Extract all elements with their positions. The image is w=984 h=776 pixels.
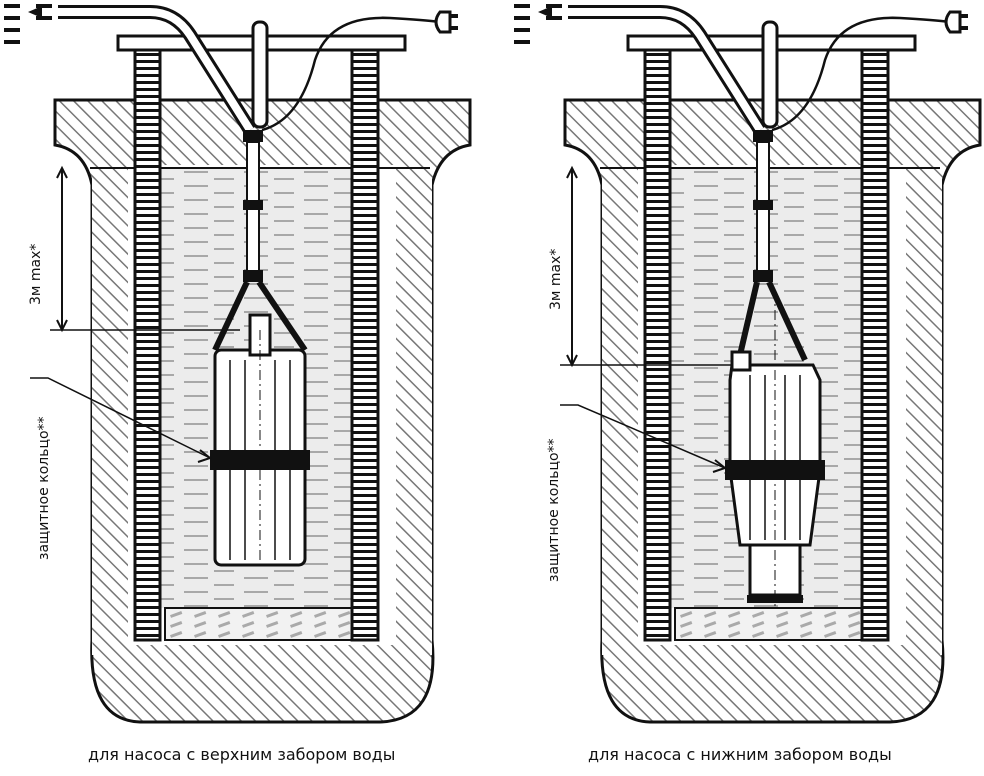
plug-pin xyxy=(960,26,968,30)
depth-label-left: 3м max* xyxy=(28,244,44,305)
plug-pin xyxy=(450,14,458,18)
cable-clamp xyxy=(753,200,773,210)
water-hose-inner xyxy=(58,8,254,133)
casing-pipe-right xyxy=(350,46,380,642)
casing-pipe-left xyxy=(133,46,162,642)
flow-arrow-icon xyxy=(28,6,42,18)
flow-dash xyxy=(514,4,530,8)
flow-dash xyxy=(4,40,20,44)
flow-dash xyxy=(4,16,20,20)
cable-clamp xyxy=(753,130,773,142)
flow-dash xyxy=(546,16,562,20)
panel-bottom-intake xyxy=(514,4,982,724)
casing-pipe-left xyxy=(643,46,672,642)
flow-dash xyxy=(36,16,52,20)
plug-icon xyxy=(434,10,452,34)
caption-right: для насоса с нижним забором воды xyxy=(588,745,892,764)
flow-arrow-icon xyxy=(538,6,552,18)
casing-pipe-right xyxy=(860,46,890,642)
cable-clamp xyxy=(753,270,773,282)
flow-dash xyxy=(514,40,530,44)
cable-clamp xyxy=(243,130,263,142)
flow-dash xyxy=(36,4,52,8)
ring-label-left: защитное кольцо** xyxy=(36,416,52,560)
flow-dash xyxy=(514,28,530,32)
flow-dash xyxy=(4,28,20,32)
water-hose-inner xyxy=(568,8,764,133)
suspension-rod xyxy=(251,20,269,129)
plug-pin xyxy=(960,14,968,18)
gravel-filter xyxy=(164,607,353,641)
ring-leader-line xyxy=(30,377,211,459)
plug-pin xyxy=(450,26,458,30)
power-cable xyxy=(261,16,441,132)
protective-ring xyxy=(725,460,825,480)
flow-dash xyxy=(4,4,20,8)
flow-dash xyxy=(514,16,530,20)
ring-label-right: защитное кольцо** xyxy=(546,438,562,582)
pump-handle xyxy=(212,280,308,352)
suspension-rod xyxy=(761,20,779,129)
ring-arrow xyxy=(197,449,213,463)
protective-ring xyxy=(210,450,310,470)
depth-label-right: 3м max* xyxy=(548,249,564,310)
cable-clamp xyxy=(243,270,263,282)
ring-arrow xyxy=(712,459,728,473)
caption-left: для насоса с верхним забором воды xyxy=(88,745,395,764)
plug-icon xyxy=(944,10,962,34)
gravel-filter xyxy=(674,607,863,641)
panel-top-intake xyxy=(4,4,472,724)
ring-leader-line xyxy=(560,404,726,469)
flow-dash xyxy=(546,4,562,8)
pump-top-cap xyxy=(730,350,752,372)
dimension-arrow-top xyxy=(566,165,578,179)
cable-clamp xyxy=(243,200,263,210)
dimension-arrow-top xyxy=(56,165,68,179)
power-cable xyxy=(771,16,951,132)
